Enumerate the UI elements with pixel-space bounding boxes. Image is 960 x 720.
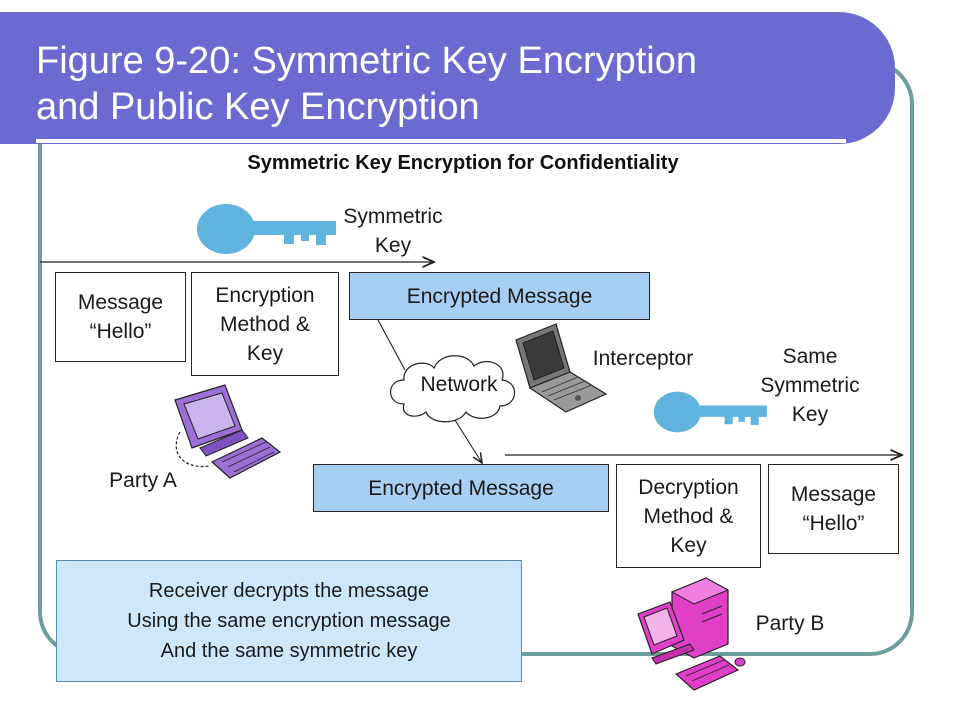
key-label-line-2: Key bbox=[374, 234, 412, 257]
key-icon bbox=[197, 204, 336, 254]
encryption-method-line-2: Method & bbox=[220, 312, 310, 336]
network-in-line bbox=[377, 319, 406, 371]
tower-computer-icon bbox=[637, 577, 746, 691]
laptop-icon bbox=[515, 323, 608, 413]
network-label: Network bbox=[420, 373, 498, 396]
cloud-icon bbox=[389, 355, 516, 423]
interceptor-label: Interceptor bbox=[592, 347, 694, 370]
receiver-message-box: Message “Hello” bbox=[768, 464, 899, 554]
decryption-method-line-3: Key bbox=[670, 533, 707, 557]
note-line-3: And the same symmetric key bbox=[160, 640, 418, 662]
party-a-label: Party A bbox=[109, 469, 177, 492]
slide-title: Figure 9-20: Symmetric Key Encryption an… bbox=[36, 38, 856, 130]
encryption-method-line-1: Encryption bbox=[215, 283, 315, 307]
symmetric-key-label: Symmetric Key bbox=[318, 202, 468, 260]
same-key-line-1: Same bbox=[782, 345, 838, 368]
title-line-1: Figure 9-20: Symmetric Key Encryption bbox=[36, 40, 698, 82]
title-banner: Figure 9-20: Symmetric Key Encryption an… bbox=[0, 12, 895, 144]
desktop-computer-icon bbox=[174, 384, 282, 479]
network-out-arrow bbox=[454, 419, 482, 463]
key-label-line-1: Symmetric bbox=[343, 205, 443, 228]
decryption-method-line-2: Method & bbox=[643, 504, 734, 528]
receiver-message-line-2: “Hello” bbox=[802, 512, 865, 535]
explanation-note: Receiver decrypts the message Using the … bbox=[56, 560, 522, 682]
title-underline bbox=[36, 139, 846, 143]
receiver-message-line-1: Message bbox=[790, 483, 877, 506]
sender-message-line-1: Message bbox=[77, 291, 164, 314]
sender-message-line-2: “Hello” bbox=[89, 320, 152, 343]
sender-encrypted-message-box: Encrypted Message bbox=[349, 272, 650, 320]
diagram-subtitle: Symmetric Key Encryption for Confidentia… bbox=[247, 152, 679, 174]
receiver-encrypted-message-box: Encrypted Message bbox=[313, 464, 609, 512]
party-b-label: Party B bbox=[755, 612, 825, 635]
encryption-method-line-3: Key bbox=[246, 341, 284, 365]
same-symmetric-key-label: Same Symmetric Key bbox=[740, 342, 880, 429]
decryption-method-box: Decryption Method & Key bbox=[616, 464, 761, 568]
note-line-2: Using the same encryption message bbox=[127, 610, 451, 632]
same-key-line-3: Key bbox=[791, 403, 829, 426]
decryption-method-line-1: Decryption bbox=[638, 475, 739, 499]
same-key-line-2: Symmetric bbox=[760, 374, 860, 397]
sender-message-box: Message “Hello” bbox=[55, 272, 186, 362]
key-icon bbox=[653, 391, 767, 433]
title-line-2: and Public Key Encryption bbox=[36, 86, 480, 128]
encryption-method-box: Encryption Method & Key bbox=[191, 272, 339, 376]
note-line-1: Receiver decrypts the message bbox=[148, 580, 430, 602]
